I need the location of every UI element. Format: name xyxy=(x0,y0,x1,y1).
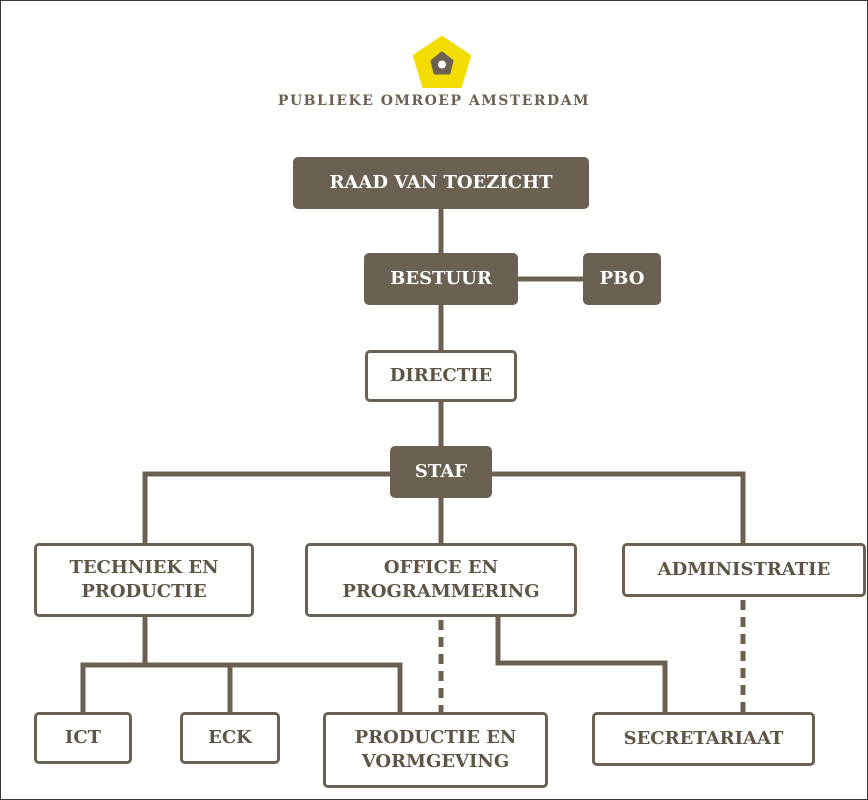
node-secretariaat: SECRETARIAAT xyxy=(592,712,815,766)
connector-staf-administratie xyxy=(489,471,746,548)
connector-office-secretariaat xyxy=(495,612,668,716)
node-staf: STAF xyxy=(390,446,492,498)
node-office-en-programmering: OFFICE EN PROGRAMMERING xyxy=(305,543,577,617)
node-eck: ECK xyxy=(180,712,280,764)
node-productie-en-vormgeving: PRODUCTIE EN VORMGEVING xyxy=(323,712,548,788)
node-directie: DIRECTIE xyxy=(365,350,517,402)
node-bestuur: BESTUUR xyxy=(364,253,518,305)
node-administratie: ADMINISTRATIE xyxy=(622,543,866,597)
node-pbo: PBO xyxy=(583,253,661,305)
connector-staf-techniek xyxy=(142,471,393,548)
node-techniek-en-productie: TECHNIEK EN PRODUCTIE xyxy=(34,543,254,617)
connector-branch-ict-productie xyxy=(80,662,403,716)
organization-name: PUBLIEKE OMROEP AMSTERDAM xyxy=(277,93,591,109)
node-raad-van-toezicht: RAAD VAN TOEZICHT xyxy=(293,157,589,209)
node-ict: ICT xyxy=(34,712,132,764)
pentagon-logo-icon xyxy=(413,36,471,88)
